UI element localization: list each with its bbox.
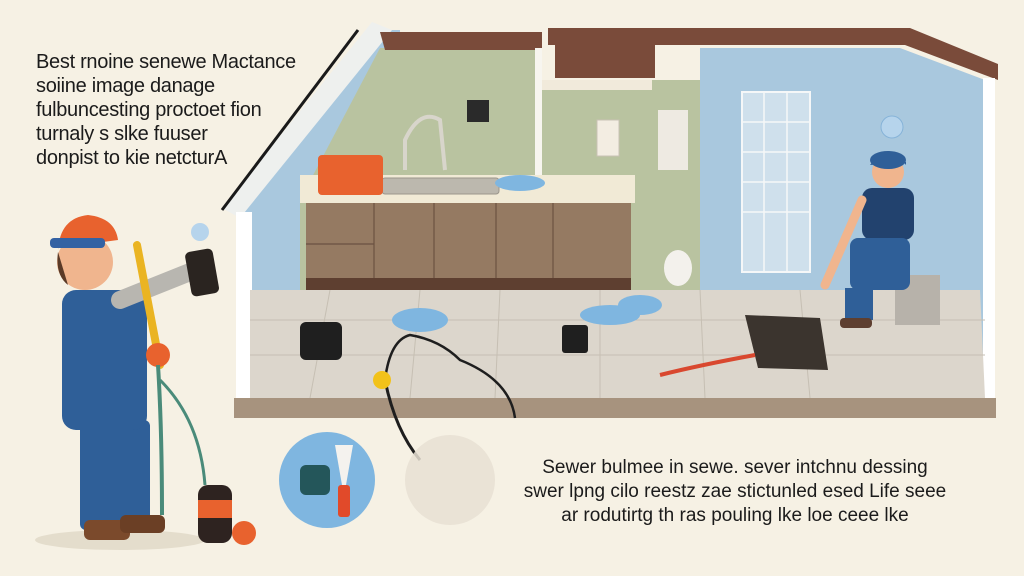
cabinets [306, 203, 631, 278]
orange-toolbox [318, 155, 383, 195]
headline-line: fulbuncesting proctoet fion [36, 99, 262, 121]
headline: Best rnoine senewe Mactance soiine image… [36, 50, 296, 170]
floor-base [234, 398, 996, 418]
room-inset [405, 435, 495, 525]
sink [381, 177, 500, 195]
roof-left [380, 32, 542, 50]
plumber-sitting [820, 115, 914, 328]
headline-line: turnaly s slke fuuser [36, 123, 208, 145]
headline-line: soiine image danage [36, 75, 215, 97]
caption-line: swer lpng cilo reestz zae stictunled ese… [523, 481, 947, 502]
roof-right [548, 28, 998, 80]
plumber-standing [35, 215, 256, 550]
caption-line: Sewer bulmee in sewe. sever intchnu dess… [542, 457, 928, 478]
caption: Sewer bulmee in sewe. sever intchnu dess… [505, 456, 965, 528]
faucet [403, 114, 447, 171]
headline-line: Best rnoine senewe Mactance [36, 51, 296, 73]
bucket-black [300, 322, 342, 360]
clogged-drain [745, 315, 828, 370]
caption-line: ar rodutirtg th ras pouling lke loe ceee… [561, 505, 909, 526]
headline-line: donpist to kie netcturA [36, 147, 227, 169]
